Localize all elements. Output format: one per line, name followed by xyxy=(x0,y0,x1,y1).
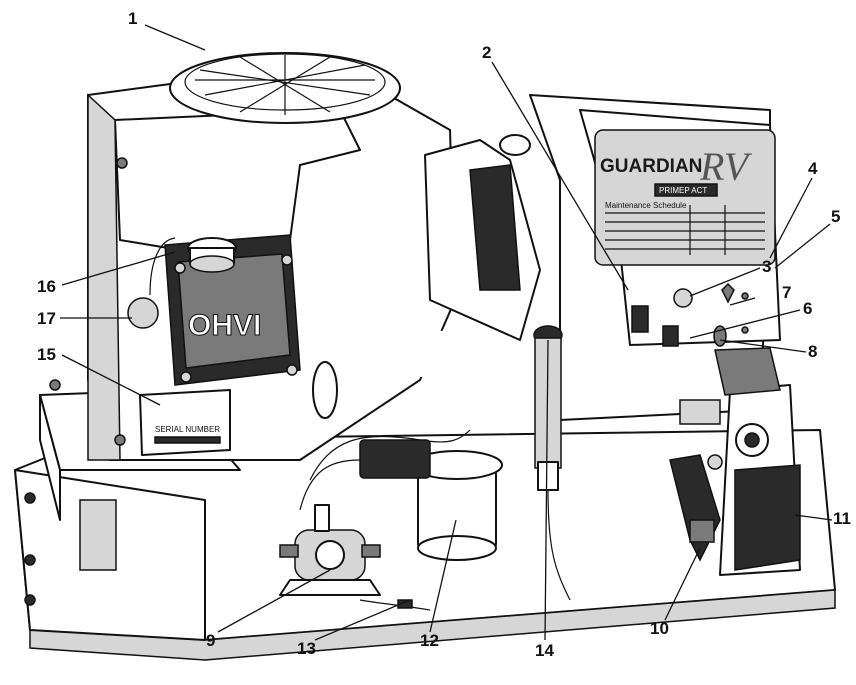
callout-10: 10 xyxy=(650,619,669,638)
callout-12: 12 xyxy=(420,631,439,650)
callout-9: 9 xyxy=(206,631,215,650)
air-cleaner xyxy=(424,134,541,341)
start-stop-switch xyxy=(631,305,649,333)
valve-cover: OHVI xyxy=(164,234,301,386)
spark-plug-boot xyxy=(127,237,176,329)
callout-1: 1 xyxy=(128,9,137,28)
engine-badge: OHVI xyxy=(188,309,261,342)
callout-3: 3 xyxy=(762,257,771,276)
callout-14: 14 xyxy=(535,641,554,660)
callout-15: 15 xyxy=(37,345,56,364)
serial-plate: SERIAL NUMBER xyxy=(139,389,231,456)
oil-fill-cap xyxy=(187,237,237,273)
panel-knob xyxy=(721,282,735,304)
callout-4: 4 xyxy=(808,159,818,178)
fan-guard xyxy=(169,52,401,124)
callout-11: 11 xyxy=(833,509,851,528)
fuel-regulator xyxy=(679,347,801,576)
fuel-lockoff xyxy=(669,454,723,562)
callout-13: 13 xyxy=(297,639,316,658)
circuit-breaker xyxy=(673,288,693,308)
callout-7: 7 xyxy=(782,283,791,302)
remote-panel-connector xyxy=(662,325,679,347)
control-panel xyxy=(631,282,749,347)
wire-harness xyxy=(299,429,471,511)
brand-name: GUARDIAN xyxy=(600,156,702,177)
callout-6: 6 xyxy=(803,299,812,318)
callout-5: 5 xyxy=(831,207,840,226)
fuel-hose xyxy=(533,325,571,601)
leader-lines xyxy=(60,24,833,641)
callout-labels: 1 2 3 4 5 6 7 8 9 10 11 12 13 14 15 16 1… xyxy=(37,9,851,660)
callout-8: 8 xyxy=(808,342,817,361)
serial-label: SERIAL NUMBER xyxy=(155,425,220,434)
maintenance-title: Maintenance Schedule xyxy=(605,201,687,210)
callout-2: 2 xyxy=(482,43,491,62)
brand-model: RV xyxy=(699,144,753,189)
callout-16: 16 xyxy=(37,277,56,296)
brand-subtitle: PRIMEP ACT xyxy=(659,186,707,195)
generator-housing: GUARDIAN RV PRIMEP ACT Maintenance Sched… xyxy=(529,94,781,421)
maintenance-table xyxy=(605,205,765,255)
callout-17: 17 xyxy=(37,309,56,328)
ground-cable xyxy=(359,599,431,611)
